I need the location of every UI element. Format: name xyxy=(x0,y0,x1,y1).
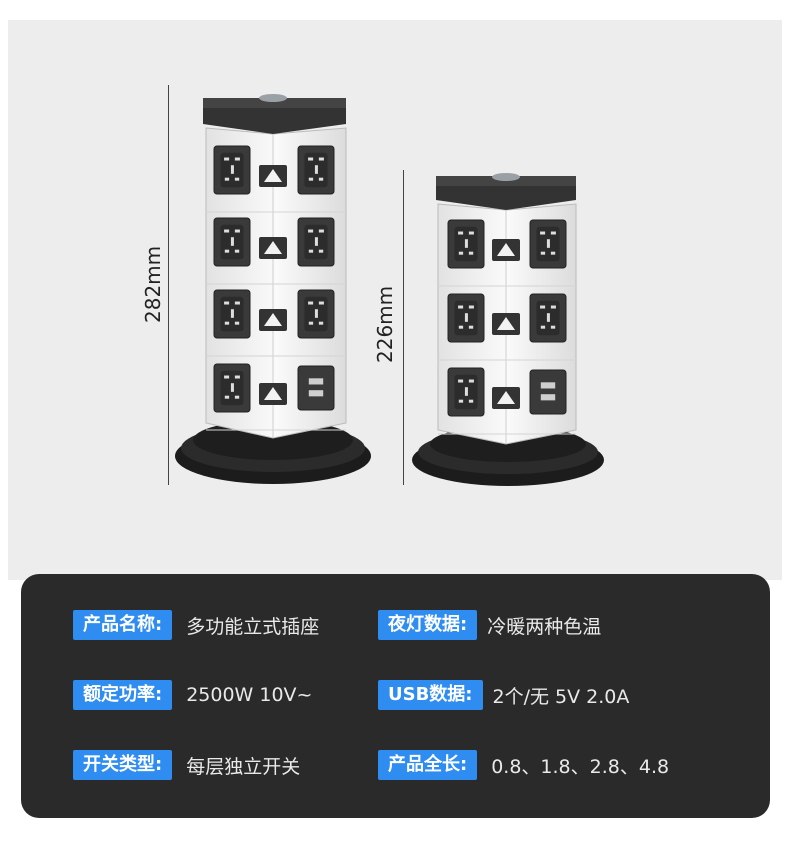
switch-triangle-icon xyxy=(259,237,287,259)
short-tower-power-strip xyxy=(412,173,604,486)
switch-triangle-icon xyxy=(259,165,287,187)
spec-label: 产品全长: xyxy=(378,750,478,780)
spec-usb: USB数据: 2个/无 5V 2.0A xyxy=(378,680,629,710)
outlet-icon xyxy=(447,219,485,269)
usb-port-icon xyxy=(297,365,335,411)
spec-value: 每层独立开关 xyxy=(186,755,301,778)
spec-value: 2个/无 5V 2.0A xyxy=(492,685,630,708)
tall-tower-power-strip xyxy=(175,94,371,484)
spec-cable-length: 产品全长: 0.8、1.8、2.8、4.8 xyxy=(378,750,669,780)
spec-label: USB数据: xyxy=(378,680,483,710)
night-light-dome-icon xyxy=(492,173,520,181)
outlet-icon xyxy=(213,363,251,413)
switch-triangle-icon xyxy=(492,239,520,261)
spec-switch-type: 开关类型: 每层独立开关 xyxy=(73,750,300,780)
spec-label: 产品名称: xyxy=(73,610,173,640)
tall-dimension-line xyxy=(168,85,169,485)
outlet-icon xyxy=(213,289,251,339)
outlet-icon xyxy=(213,145,251,195)
spec-value: 0.8、1.8、2.8、4.8 xyxy=(491,755,670,778)
spec-rated-power: 额定功率: 2500W 10V~ xyxy=(73,680,312,710)
spec-value: 多功能立式插座 xyxy=(186,615,320,638)
spec-label: 夜灯数据: xyxy=(378,610,478,640)
switch-triangle-icon xyxy=(492,313,520,335)
outlet-icon xyxy=(297,145,335,195)
outlet-icon xyxy=(529,293,567,343)
night-light-dome-icon xyxy=(259,94,287,102)
spec-night-light: 夜灯数据: 冷暖两种色温 xyxy=(378,610,601,640)
outlet-icon xyxy=(447,293,485,343)
spec-label: 开关类型: xyxy=(73,750,173,780)
switch-triangle-icon xyxy=(259,309,287,331)
outlet-icon xyxy=(297,217,335,267)
spec-value: 冷暖两种色温 xyxy=(487,615,602,638)
switch-triangle-icon xyxy=(259,383,287,405)
spec-value: 2500W 10V~ xyxy=(186,684,313,706)
tall-dimension-label: 282mm xyxy=(141,245,165,323)
product-photo-background xyxy=(8,20,782,580)
outlet-icon xyxy=(529,219,567,269)
outlet-icon xyxy=(447,367,485,417)
switch-triangle-icon xyxy=(492,387,520,409)
short-dimension-line xyxy=(403,170,404,485)
spec-label: 额定功率: xyxy=(73,680,173,710)
spec-product-name: 产品名称: 多功能立式插座 xyxy=(73,610,319,640)
outlet-icon xyxy=(213,217,251,267)
usb-port-icon xyxy=(529,369,567,415)
outlet-icon xyxy=(297,289,335,339)
